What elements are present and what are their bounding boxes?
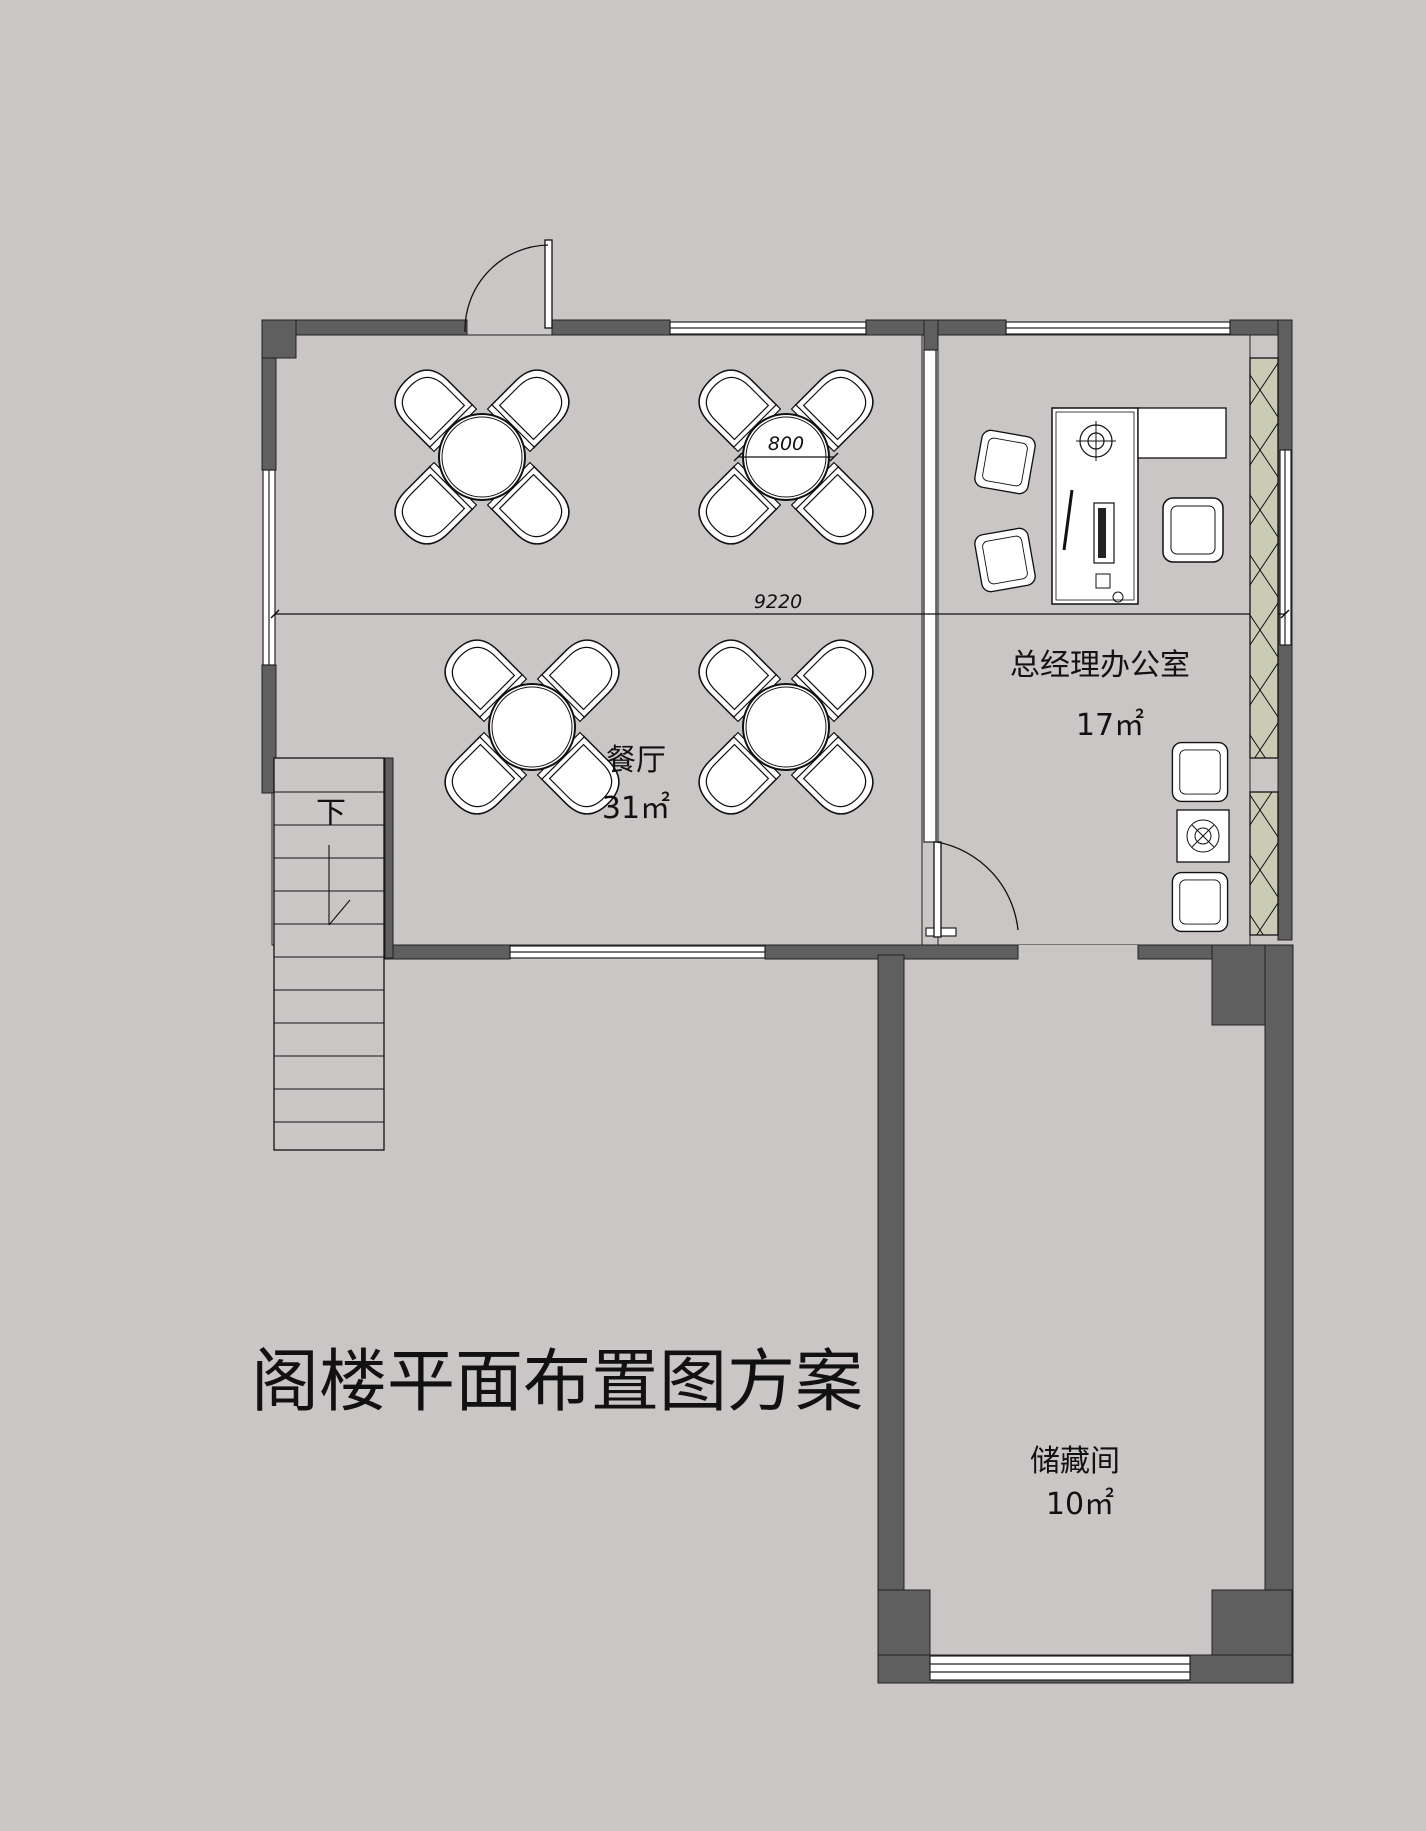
dining-room-area: 31㎡ bbox=[602, 791, 670, 826]
window-bottom-storage bbox=[929, 1655, 1191, 1681]
guest-chair bbox=[972, 526, 1038, 594]
wall-segment bbox=[551, 319, 671, 336]
dimension-overall-width: 9220 bbox=[270, 591, 1290, 619]
dimension-label-table: 800 bbox=[768, 433, 804, 455]
room-labels: 餐厅 31㎡ 总经理办公室 17㎡ 储藏间 10㎡ 阁楼平面布置图方案 bbox=[251, 648, 1190, 1522]
window-bottom-dining bbox=[509, 945, 766, 959]
storage-room-area: 10㎡ bbox=[1046, 1487, 1114, 1522]
office-desk bbox=[1051, 407, 1227, 605]
wall-corner bbox=[261, 319, 297, 359]
stair-direction-label: 下 bbox=[316, 796, 346, 831]
office-room-area: 17㎡ bbox=[1076, 708, 1144, 743]
wall-segment bbox=[384, 944, 511, 960]
wall-cabinet bbox=[1249, 357, 1279, 936]
stair-arrow-head bbox=[328, 899, 351, 926]
entry-door bbox=[464, 239, 553, 333]
staircase: 下 bbox=[273, 757, 385, 1151]
office-door bbox=[933, 841, 1019, 938]
lounge-chair bbox=[1171, 871, 1229, 933]
partition-glass bbox=[923, 349, 937, 843]
office-room-name: 总经理办公室 bbox=[1010, 648, 1190, 683]
window-right-office bbox=[1279, 449, 1292, 646]
wall-segment bbox=[384, 757, 394, 959]
window-top-office bbox=[1005, 321, 1231, 335]
dining-room-name: 餐厅 bbox=[606, 743, 666, 778]
window-top-dining bbox=[669, 321, 867, 335]
keyboard bbox=[1062, 489, 1074, 551]
storage-floor bbox=[903, 945, 1265, 1683]
office-furniture bbox=[972, 357, 1279, 936]
guest-chair bbox=[972, 428, 1038, 496]
side-table bbox=[1176, 809, 1230, 863]
window-left-dining bbox=[262, 469, 276, 666]
wall-segment bbox=[1264, 944, 1294, 1684]
manager-chair bbox=[1162, 497, 1224, 563]
wall-segment bbox=[877, 954, 905, 1684]
dimension-label-width: 9220 bbox=[754, 591, 802, 613]
dining-furniture: 800 bbox=[385, 360, 884, 825]
desk-return bbox=[1137, 407, 1227, 459]
partition-wall bbox=[923, 319, 939, 351]
doors bbox=[464, 239, 1019, 938]
stair-outline bbox=[273, 757, 385, 1151]
storage-room-name: 储藏间 bbox=[1030, 1444, 1120, 1479]
dimension-table-diameter: 800 bbox=[733, 433, 839, 462]
plan-title: 阁楼平面布置图方案 bbox=[251, 1343, 863, 1422]
lounge-chair bbox=[1171, 741, 1229, 803]
phone bbox=[1095, 573, 1111, 589]
windows bbox=[262, 321, 1292, 1681]
